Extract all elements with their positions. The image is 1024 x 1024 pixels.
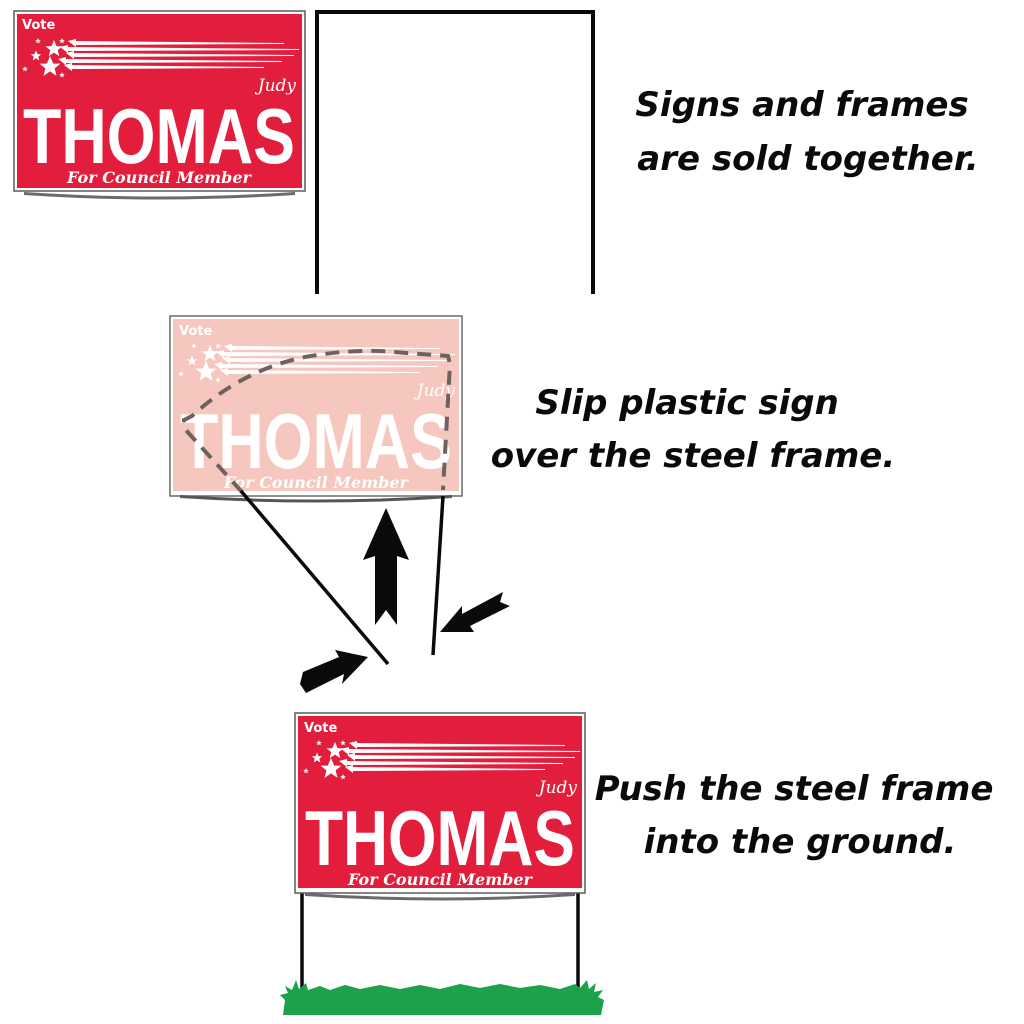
sign-vote-label: Vote bbox=[304, 721, 337, 736]
sign-first-name: Judy bbox=[414, 381, 456, 401]
sign-shadow bbox=[305, 893, 575, 901]
steel-frame bbox=[315, 10, 595, 294]
frame-leg-right bbox=[431, 495, 445, 656]
step-2: Vote Judy THOMAS For Council Member Slip… bbox=[169, 315, 896, 693]
sign-shadow bbox=[24, 192, 295, 200]
sign-office: For Council Member bbox=[347, 870, 533, 889]
push-arrow-right-icon bbox=[300, 650, 368, 693]
sign-last-name: THOMAS bbox=[23, 92, 295, 180]
up-arrow-icon bbox=[363, 508, 409, 625]
step-3-caption-line-2: into the ground. bbox=[644, 822, 957, 862]
sign-vote-label: Vote bbox=[179, 324, 212, 339]
sign-last-name: THOMAS bbox=[305, 794, 575, 882]
sign-last-name: THOMAS bbox=[180, 397, 452, 485]
step-2-caption: Slip plastic sign over the steel frame. bbox=[491, 383, 896, 476]
step-3: Vote Judy THOMAS For Council Member Push… bbox=[280, 712, 1005, 1015]
frame-dashed-outline bbox=[182, 348, 453, 494]
sign-first-name: Judy bbox=[255, 76, 297, 96]
sign-first-name: Judy bbox=[536, 778, 578, 798]
sign-office: For Council Member bbox=[66, 168, 252, 187]
sign-office: For Council Member bbox=[223, 473, 409, 492]
step-2-caption-line-2: over the steel frame. bbox=[491, 436, 896, 476]
frame-leg-left bbox=[239, 489, 390, 666]
step-1: Vote Judy THOMAS For Council Member Sign… bbox=[13, 10, 980, 294]
step-1-caption-line-2: are sold together. bbox=[637, 139, 978, 179]
yard-sign-standalone: Vote Judy THOMAS For Council Member bbox=[13, 10, 306, 200]
step-1-caption: Signs and frames are sold together. bbox=[635, 85, 980, 179]
sign-vote-label: Vote bbox=[22, 18, 55, 33]
step-3-caption-line-1: Push the steel frame bbox=[595, 769, 994, 809]
step-1-caption-line-1: Signs and frames bbox=[635, 85, 968, 125]
yard-sign-installed: Vote Judy THOMAS For Council Member bbox=[294, 712, 586, 901]
step-3-caption: Push the steel frame into the ground. bbox=[595, 769, 1005, 862]
push-arrow-left-icon bbox=[440, 592, 510, 632]
step-2-caption-line-1: Slip plastic sign bbox=[535, 383, 838, 423]
grass-icon bbox=[280, 980, 604, 1015]
yard-sign-faded: Vote Judy THOMAS For Council Member bbox=[169, 315, 463, 503]
